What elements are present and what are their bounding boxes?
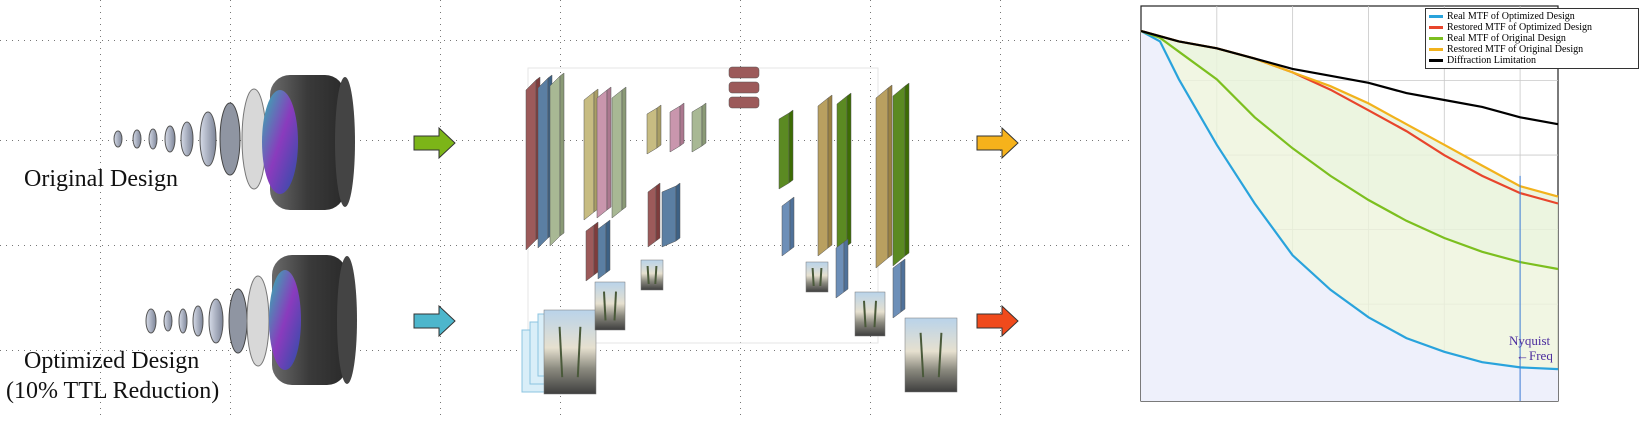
encoder-feature-map <box>583 88 599 221</box>
legend-entry: Real MTF of Optimized Design <box>1429 11 1635 22</box>
legend-swatch <box>1429 48 1443 51</box>
encoder-feature-map <box>596 86 612 219</box>
mtf-difference-area <box>1141 31 1558 370</box>
bottleneck-block <box>728 81 760 94</box>
nyquist-annotation-freq: Freq <box>1529 348 1553 363</box>
decoder-feature-map <box>835 238 849 299</box>
encoder-feature-map <box>661 182 681 248</box>
encoder-feature-map <box>597 219 611 280</box>
legend-label: Real MTF of Optimized Design <box>1447 11 1575 22</box>
legend-entry: Restored MTF of Optimized Design <box>1429 22 1635 33</box>
original-lens-illustration <box>113 75 355 210</box>
legend-label: Real MTF of Original Design <box>1447 33 1566 44</box>
decoder-image-thumbnail <box>854 291 886 337</box>
arrow-left-icon: ← <box>1516 348 1529 363</box>
input-image-thumbnail <box>543 309 597 395</box>
encoder-image-thumbnail <box>640 259 664 291</box>
encoder-feature-map <box>647 182 661 248</box>
optimized-design-label: Optimized Design <box>24 348 200 374</box>
legend-swatch <box>1429 37 1443 40</box>
original-output-arrow <box>976 126 1019 160</box>
decoder-feature-map <box>781 196 795 257</box>
encoder-feature-map <box>611 86 627 219</box>
optimized-mtf-area <box>1141 31 1558 401</box>
decoder-feature-map <box>836 92 852 255</box>
encoder-feature-map <box>646 104 662 155</box>
bottleneck-block <box>728 66 760 79</box>
encoder-image-thumbnail <box>594 281 626 331</box>
optimized-input-arrow <box>413 304 456 338</box>
encoder-feature-map <box>585 221 599 282</box>
decoder-feature-map <box>778 109 794 190</box>
original-input-arrow <box>413 126 456 160</box>
chart-fills <box>1141 31 1558 401</box>
decoder-feature-map <box>817 94 833 257</box>
series-line <box>1140 29 1559 271</box>
decoder-feature-map <box>892 82 910 267</box>
legend-label: Diffraction Limitation <box>1447 55 1536 66</box>
legend-swatch <box>1429 15 1443 18</box>
original-design-label: Original Design <box>24 166 178 192</box>
restoration-network-diagram <box>521 66 958 395</box>
decoder-feature-map <box>875 84 893 269</box>
original-mtf-gap-area <box>1141 31 1558 269</box>
ttl-reduction-label: (10% TTL Reduction) <box>6 378 220 404</box>
optimized-output-arrow <box>976 304 1019 338</box>
legend-entry: Restored MTF of Original Design <box>1429 44 1635 55</box>
bottleneck-block <box>728 96 760 109</box>
legend-entry: Diffraction Limitation <box>1429 55 1635 66</box>
legend-label: Restored MTF of Original Design <box>1447 44 1584 55</box>
nyquist-annotation-line2: ←Freq <box>1516 348 1553 364</box>
legend-entry: Real MTF of Original Design <box>1429 33 1635 44</box>
chart-lines <box>1140 29 1559 371</box>
series-line <box>1140 30 1559 371</box>
output-image-thumbnail <box>904 317 958 393</box>
decoder-image-thumbnail <box>805 261 829 293</box>
decoder-feature-map <box>892 258 906 319</box>
encoder-feature-map <box>669 102 685 153</box>
legend-swatch <box>1429 26 1443 29</box>
nyquist-annotation-line1: Nyquist <box>1509 333 1551 348</box>
optimized-lens-illustration <box>145 255 357 385</box>
encoder-feature-map <box>691 102 707 153</box>
legend-swatch <box>1429 59 1443 62</box>
series-line <box>1140 29 1559 126</box>
encoder-feature-map <box>549 72 565 247</box>
legend-label: Restored MTF of Optimized Design <box>1447 22 1592 33</box>
